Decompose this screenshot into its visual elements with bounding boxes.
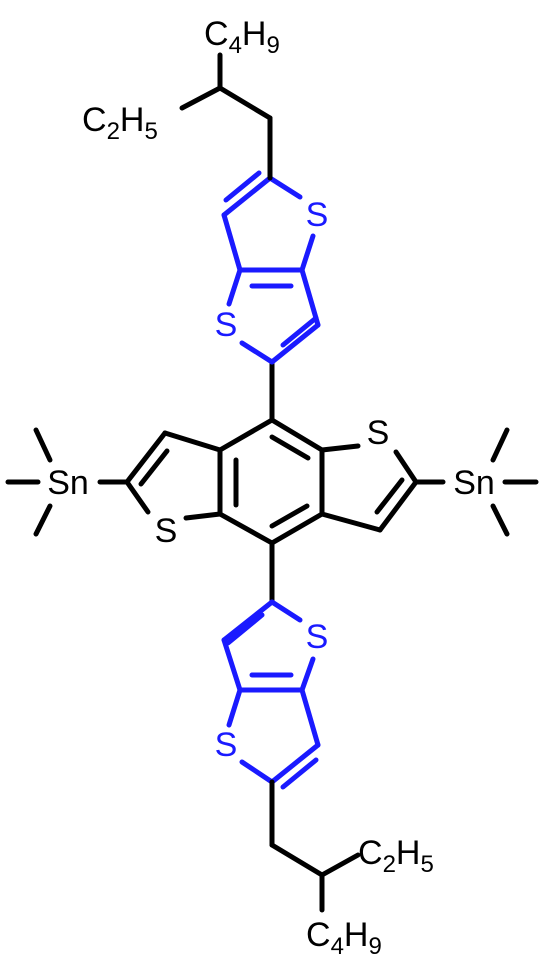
subscript: 2 bbox=[107, 118, 120, 145]
bond bbox=[179, 85, 223, 111]
bond bbox=[299, 687, 321, 748]
c-symbol: C bbox=[358, 834, 383, 872]
double-bond bbox=[280, 315, 319, 348]
trimethyltin-left bbox=[5, 427, 53, 537]
h-symbol: H bbox=[344, 916, 369, 954]
tin-right-label: Sn bbox=[453, 464, 495, 502]
double-bond bbox=[223, 170, 262, 203]
double-bond bbox=[225, 612, 265, 646]
bond bbox=[217, 417, 275, 453]
c-symbol: C bbox=[306, 916, 331, 954]
bond bbox=[162, 430, 223, 453]
bond bbox=[217, 85, 273, 121]
bond bbox=[490, 503, 510, 537]
subscript: 5 bbox=[420, 851, 433, 878]
bond bbox=[319, 511, 383, 533]
bond bbox=[226, 687, 243, 728]
double-bond bbox=[280, 757, 319, 790]
bond bbox=[239, 759, 275, 785]
bond bbox=[221, 637, 243, 693]
ethylhexyl-top bbox=[179, 52, 273, 181]
c-symbol: C bbox=[204, 15, 229, 53]
bottom-outer-sulfur-label: S bbox=[306, 618, 329, 656]
bond bbox=[490, 427, 510, 463]
bond bbox=[33, 427, 53, 463]
bond bbox=[269, 511, 325, 546]
top-outer-sulfur-label: S bbox=[306, 196, 329, 234]
bond bbox=[269, 417, 325, 453]
subscript: 4 bbox=[229, 32, 242, 59]
trimethyltin-right bbox=[490, 427, 539, 537]
bond bbox=[319, 443, 361, 453]
thienothiophene-top bbox=[221, 170, 321, 365]
h-symbol: H bbox=[120, 101, 145, 139]
subscript: 9 bbox=[266, 32, 279, 59]
h-symbol: H bbox=[242, 15, 267, 53]
c-symbol: C bbox=[82, 101, 107, 139]
bond bbox=[269, 842, 325, 878]
ethylhexyl-bottom bbox=[269, 779, 361, 913]
core-sulfur-left-label: S bbox=[155, 512, 178, 550]
bond bbox=[217, 511, 275, 546]
bottom-c4h9-label: C4H9 bbox=[306, 916, 382, 960]
bond bbox=[269, 742, 321, 785]
double-bond bbox=[138, 448, 170, 487]
top-c2h5-label: C2H5 bbox=[82, 101, 158, 145]
bond bbox=[33, 503, 53, 537]
bond bbox=[269, 322, 321, 365]
bond bbox=[124, 479, 151, 515]
h-symbol: H bbox=[396, 834, 421, 872]
double-bond bbox=[374, 477, 405, 515]
thienothiophene-bottom bbox=[221, 599, 321, 790]
tin-left-label: Sn bbox=[47, 464, 89, 502]
double-bond bbox=[269, 434, 311, 461]
bond bbox=[299, 233, 316, 273]
bond bbox=[299, 656, 316, 693]
top-inner-sulfur-label: S bbox=[215, 306, 238, 344]
bond bbox=[319, 852, 361, 878]
subscript: 4 bbox=[331, 933, 344, 960]
bond bbox=[183, 511, 223, 521]
subscript: 9 bbox=[368, 933, 381, 960]
bond bbox=[239, 340, 275, 365]
bond bbox=[267, 175, 303, 200]
bond bbox=[221, 599, 275, 643]
double-bond bbox=[269, 503, 310, 529]
bond bbox=[377, 479, 419, 533]
bond bbox=[221, 175, 273, 218]
bdt-core bbox=[97, 359, 446, 605]
subscript: 5 bbox=[144, 118, 157, 145]
bond bbox=[221, 212, 243, 273]
bond bbox=[124, 430, 168, 485]
bond bbox=[393, 449, 419, 485]
subscript: 2 bbox=[383, 851, 396, 878]
bond bbox=[269, 599, 303, 623]
bottom-c2h5-label: C2H5 bbox=[358, 834, 434, 878]
top-c4h9-label: C4H9 bbox=[204, 15, 280, 59]
bond bbox=[226, 267, 243, 307]
core-sulfur-right-label: S bbox=[367, 414, 390, 452]
bottom-inner-sulfur-label: S bbox=[215, 726, 238, 764]
